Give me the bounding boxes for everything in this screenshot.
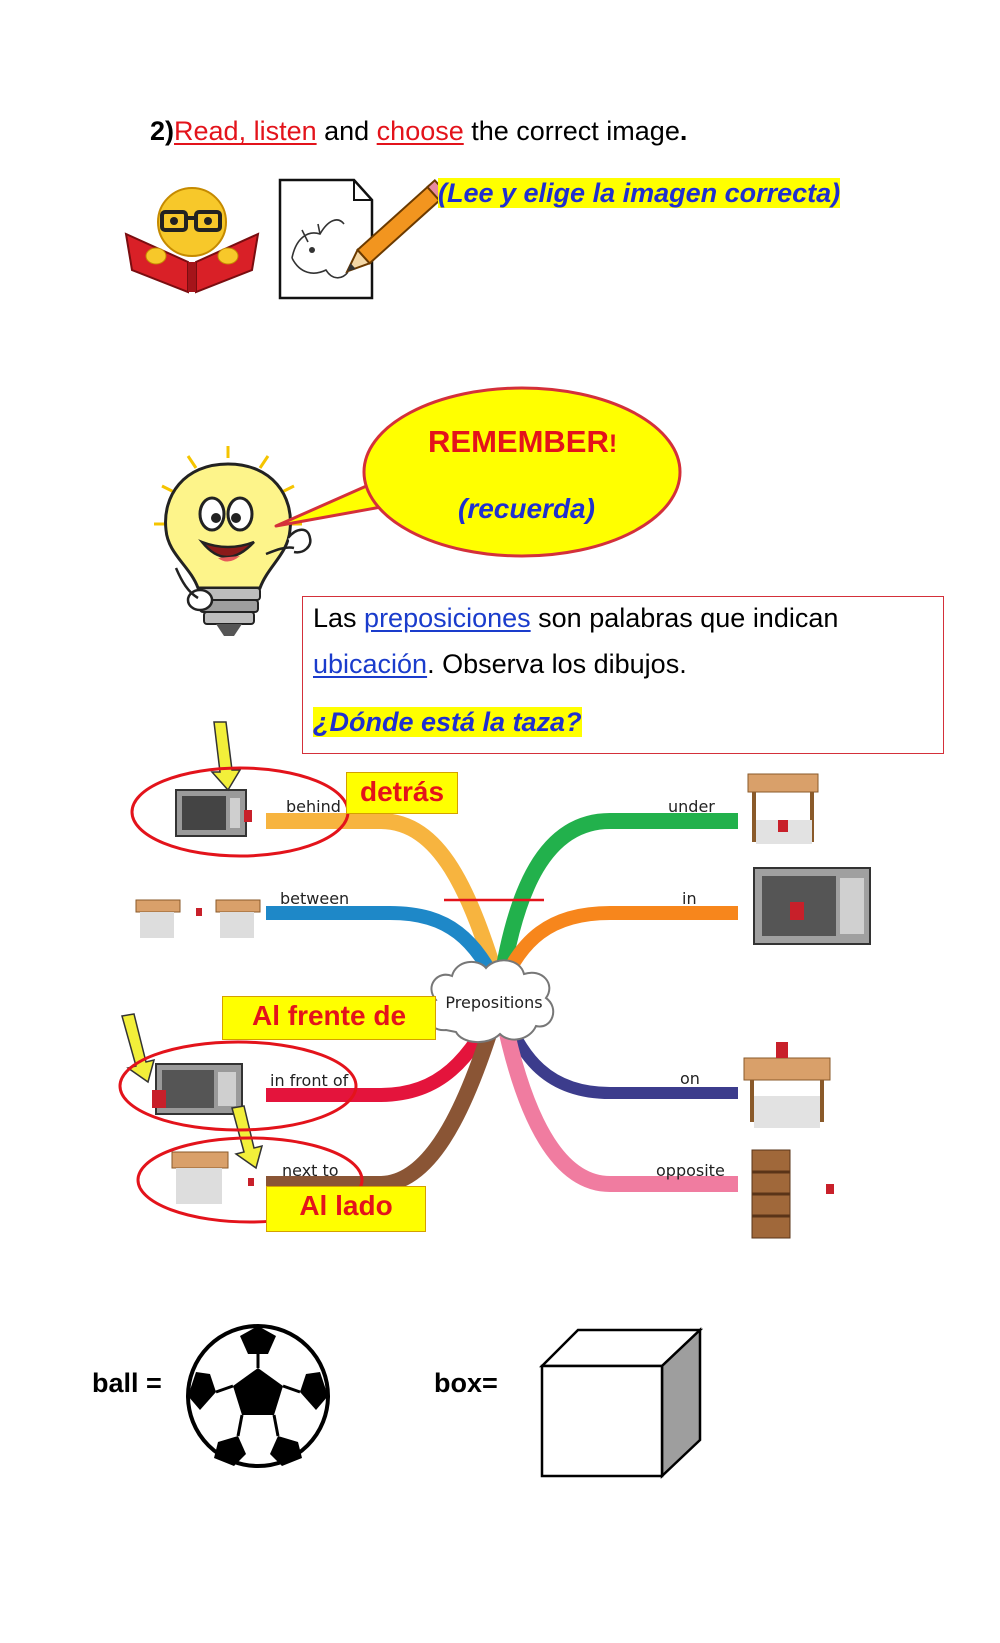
exercise-subtitle-text: (Lee y elige la imagen correcta) bbox=[438, 178, 841, 208]
vocab-ball: ball = bbox=[92, 1368, 162, 1398]
drawing-paper-pencil-icon bbox=[278, 178, 449, 300]
speech-bubble bbox=[274, 386, 682, 558]
instruction-read-listen: Read, listen bbox=[174, 116, 317, 146]
table-on-icon bbox=[743, 1042, 831, 1128]
cube-box-icon bbox=[538, 1327, 704, 1479]
label-al-lado: Al lado bbox=[266, 1186, 426, 1232]
label-on: on bbox=[680, 1069, 700, 1088]
arrow-behind-icon bbox=[210, 721, 242, 792]
label-al-frente-de: Al frente de bbox=[222, 996, 436, 1040]
branch-behind bbox=[266, 813, 508, 993]
remember-bang: ! bbox=[608, 430, 618, 458]
reading-smiley-icon bbox=[124, 187, 260, 294]
oval-next-to bbox=[136, 1136, 364, 1224]
instruction-text-end: the correct image bbox=[463, 116, 680, 146]
prepositions-cloud bbox=[425, 959, 555, 1043]
info-question-text: ¿Dónde está la taza? bbox=[313, 707, 582, 737]
soccer-ball-icon bbox=[186, 1324, 330, 1468]
lightbulb-mascot-icon bbox=[154, 446, 312, 636]
branch-under bbox=[492, 813, 738, 992]
instruction-period: . bbox=[679, 116, 688, 146]
info-text-2: son palabras que indican bbox=[530, 603, 839, 633]
table-under-icon bbox=[747, 773, 819, 844]
instruction-text: and bbox=[316, 116, 377, 146]
label-next-to: next to bbox=[282, 1161, 339, 1180]
remember-title-text: REMEMBER bbox=[428, 424, 609, 459]
remember-subtitle: (recuerda) bbox=[458, 493, 595, 524]
microwave-in-icon bbox=[753, 867, 871, 945]
prepositions-center-label: Prepositions bbox=[445, 993, 542, 1012]
exercise-number: 2) bbox=[150, 116, 175, 146]
link-preposiciones[interactable]: preposiciones bbox=[364, 603, 531, 633]
vocab-box: box= bbox=[434, 1368, 498, 1398]
info-line-2: ubicación. Observa los dibujos. bbox=[313, 649, 687, 680]
link-ubicacion[interactable]: ubicación bbox=[313, 649, 428, 679]
remember-title: REMEMBER! bbox=[428, 424, 617, 460]
label-under: under bbox=[668, 797, 715, 816]
table-next-to-icon bbox=[171, 1151, 254, 1204]
info-text-1: Las bbox=[313, 603, 365, 633]
bookshelf-opposite-icon bbox=[751, 1149, 834, 1239]
label-opposite: opposite bbox=[656, 1161, 725, 1180]
instruction-choose: choose bbox=[376, 116, 464, 146]
microwave-behind-icon bbox=[175, 789, 252, 837]
label-in-front-of: in front of bbox=[270, 1071, 349, 1090]
microwave-in-front-of-icon bbox=[152, 1063, 243, 1115]
info-line-1: Las preposiciones son palabras que indic… bbox=[313, 603, 838, 634]
exercise-title: 2)Read, listen and choose the correct im… bbox=[150, 116, 687, 147]
exercise-subtitle: (Lee y elige la imagen correcta) bbox=[438, 178, 841, 209]
oval-in-front-of bbox=[118, 1040, 358, 1132]
label-between: between bbox=[280, 889, 349, 908]
info-question: ¿Dónde está la taza? bbox=[313, 707, 582, 738]
tables-between-icon bbox=[135, 899, 261, 938]
label-detras: detrás bbox=[346, 772, 458, 814]
label-in: in bbox=[682, 889, 697, 908]
info-text-3: . Observa los dibujos. bbox=[427, 649, 687, 679]
info-box: Las preposiciones son palabras que indic… bbox=[302, 596, 944, 754]
label-behind: behind bbox=[286, 797, 341, 816]
